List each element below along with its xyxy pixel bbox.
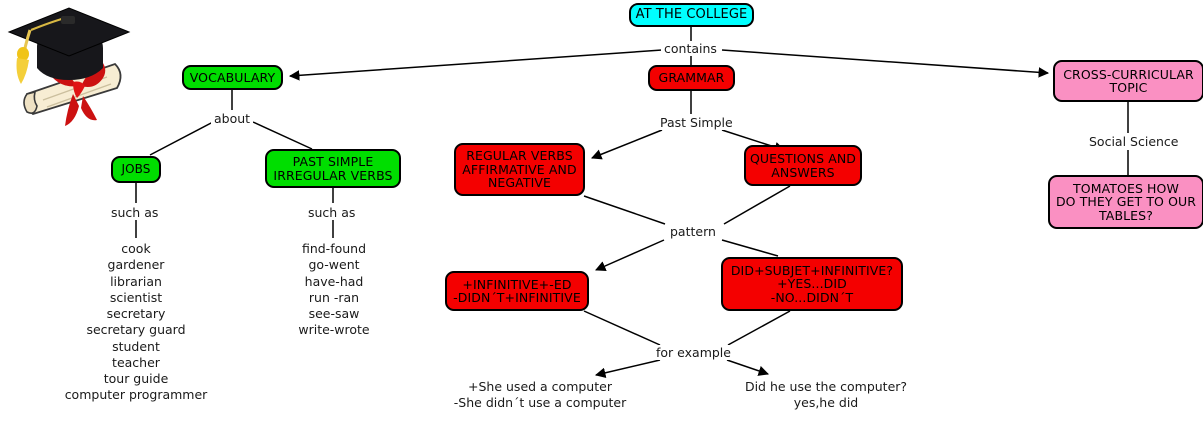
link-label-such-as-jobs: such as — [108, 205, 162, 220]
link-label-past-simple: Past Simple — [657, 115, 736, 130]
link-contains-vocabulary — [288, 49, 663, 81]
node-at-the-college[interactable]: AT THE COLLEGE — [629, 3, 754, 27]
node-past-simple-irregular-verbs[interactable]: PAST SIMPLE IRREGULAR VERBS — [265, 149, 401, 188]
graduation-cap-diploma-icon — [7, 7, 131, 126]
link-label-about: about — [211, 111, 254, 126]
node-jobs[interactable]: JOBS — [111, 156, 161, 183]
list-irregular-verbs: find-found go-went have-had run -ran see… — [298, 241, 370, 338]
link-forexample-question-text — [726, 359, 769, 376]
link-questions-pattern — [723, 185, 791, 225]
node-cross-curricular-topic[interactable]: CROSS-CURRICULAR TOPIC — [1053, 60, 1203, 102]
link-pastsimple-regular — [591, 129, 663, 160]
link-pattern-affirmative — [595, 239, 665, 271]
link-pattern-question — [721, 239, 779, 257]
node-vocabulary[interactable]: VOCABULARY — [182, 65, 283, 90]
node-question-pattern[interactable]: DID+SUBJET+INFINITIVE? +YES...DID -NO...… — [721, 257, 903, 311]
list-jobs: cook gardener librarian scientist secret… — [64, 241, 208, 403]
example-question-text: Did he use the computer? yes,he did — [744, 379, 908, 411]
example-affirmative-text: +She used a computer -She didn´t use a c… — [453, 379, 627, 411]
link-label-contains: contains — [661, 41, 720, 56]
node-regular-verbs[interactable]: REGULAR VERBS AFFIRMATIVE AND NEGATIVE — [454, 143, 585, 196]
node-grammar[interactable]: GRAMMAR — [648, 65, 735, 91]
node-tomatoes[interactable]: TOMATOES HOW DO THEY GET TO OUR TABLES? — [1048, 175, 1203, 229]
link-regular-pattern — [583, 195, 666, 225]
link-forexample-affirmative-text — [594, 359, 661, 378]
link-label-for-example: for example — [653, 345, 734, 360]
node-questions-and-answers[interactable]: QUESTIONS AND ANSWERS — [744, 145, 862, 186]
link-affirmative-forexample — [583, 310, 661, 346]
link-about-irregular-verbs — [252, 121, 313, 150]
mortarboard-cap — [7, 7, 131, 84]
link-contains-cross-curricular — [721, 49, 1050, 78]
link-question-forexample — [727, 310, 791, 346]
link-label-social-science: Social Science — [1086, 134, 1182, 149]
link-label-pattern: pattern — [667, 224, 719, 239]
link-label-such-as-verbs: such as — [305, 205, 359, 220]
link-about-jobs — [149, 121, 214, 156]
node-affirmative-pattern[interactable]: +INFINITIVE+-ED -DIDN´T+INFINITIVE — [445, 271, 589, 311]
